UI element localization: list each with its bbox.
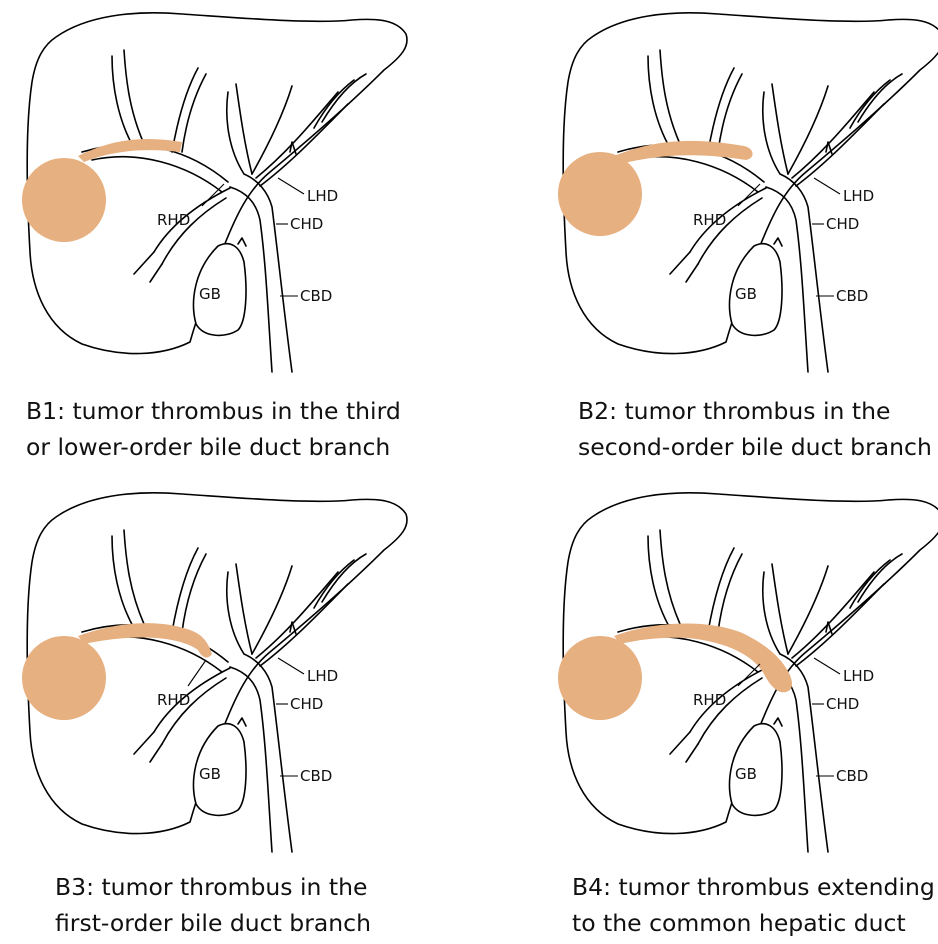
gb-label: GB	[735, 285, 757, 303]
cbd-label: CBD	[300, 767, 332, 785]
panel-b1-diagram: LHD RHD CHD GB CBD	[22, 2, 442, 372]
cbd-label: CBD	[300, 287, 332, 305]
rhd-label: RHD	[157, 211, 190, 229]
gb-label: GB	[735, 765, 757, 783]
caption-line: or lower-order bile duct branch	[26, 429, 401, 465]
lhd-label: LHD	[307, 187, 338, 205]
caption-line: B1: tumor thrombus in the third	[26, 393, 401, 429]
panel-b2-diagram: LHD RHD CHD GB CBD	[558, 2, 938, 372]
panel-b3-caption: B3: tumor thrombus in the first-order bi…	[55, 869, 371, 941]
lhd-label: LHD	[307, 667, 338, 685]
chd-label: CHD	[826, 215, 859, 233]
tumor-mass	[22, 158, 106, 242]
tumor-mass	[558, 636, 642, 720]
gb-label: GB	[199, 285, 221, 303]
lhd-label: LHD	[843, 667, 874, 685]
tumor-mass	[22, 636, 106, 720]
gb-label: GB	[199, 765, 221, 783]
rhd-label: RHD	[693, 211, 726, 229]
cbd-label: CBD	[836, 767, 868, 785]
caption-line: B3: tumor thrombus in the	[55, 869, 371, 905]
caption-line: second-order bile duct branch	[578, 429, 932, 465]
panel-b3-diagram: LHD RHD CHD GB CBD	[22, 482, 442, 852]
cbd-label: CBD	[836, 287, 868, 305]
rhd-label: RHD	[693, 691, 726, 709]
panel-b4-diagram: LHD RHD CHD GB CBD	[558, 482, 938, 852]
panel-b2-caption: B2: tumor thrombus in the second-order b…	[578, 393, 932, 465]
caption-line: to the common hepatic duct	[572, 905, 935, 941]
lhd-label: LHD	[843, 187, 874, 205]
caption-line: first-order bile duct branch	[55, 905, 371, 941]
caption-line: B4: tumor thrombus extending	[572, 869, 935, 905]
chd-label: CHD	[290, 695, 323, 713]
tumor-mass	[558, 152, 642, 236]
chd-label: CHD	[290, 215, 323, 233]
panel-b1-caption: B1: tumor thrombus in the third or lower…	[26, 393, 401, 465]
panel-b4-caption: B4: tumor thrombus extending to the comm…	[572, 869, 935, 941]
chd-label: CHD	[826, 695, 859, 713]
rhd-label: RHD	[157, 691, 190, 709]
caption-line: B2: tumor thrombus in the	[578, 393, 932, 429]
